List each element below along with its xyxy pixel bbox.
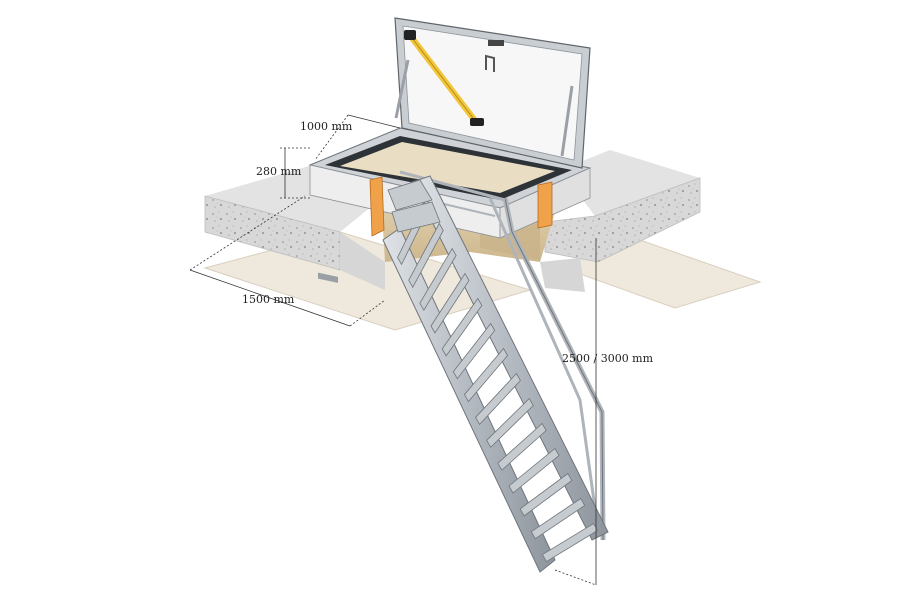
concrete-slab-right	[544, 150, 701, 263]
access-stair	[382, 170, 609, 573]
stair-tread	[430, 272, 470, 334]
stair-tread	[519, 472, 573, 517]
stair-tread	[541, 522, 599, 563]
stair-tread	[530, 497, 586, 540]
dimension-width-label: 1000 mm	[300, 120, 353, 133]
stair-tread	[408, 222, 444, 289]
lid-handle-icon	[485, 54, 495, 72]
lid-latch-icon	[488, 40, 504, 46]
insulation-strips	[369, 176, 553, 237]
dimension-height-label: 280 mm	[256, 165, 302, 178]
stair-tread	[419, 247, 457, 311]
dimension-lines	[189, 114, 597, 586]
stair-tread	[452, 322, 496, 380]
stair-tread	[497, 422, 547, 471]
hatch-lid-open	[394, 17, 591, 169]
stair-treads	[397, 197, 599, 563]
stair-tread	[475, 372, 521, 426]
stair-tread	[463, 347, 509, 403]
stair-tread	[486, 397, 534, 448]
stair-tread	[441, 297, 483, 357]
stair-tread	[508, 447, 560, 494]
dimension-length-label: 1500 mm	[242, 293, 295, 306]
dimension-stair-height-label: 2500 / 3000 mm	[562, 352, 654, 365]
